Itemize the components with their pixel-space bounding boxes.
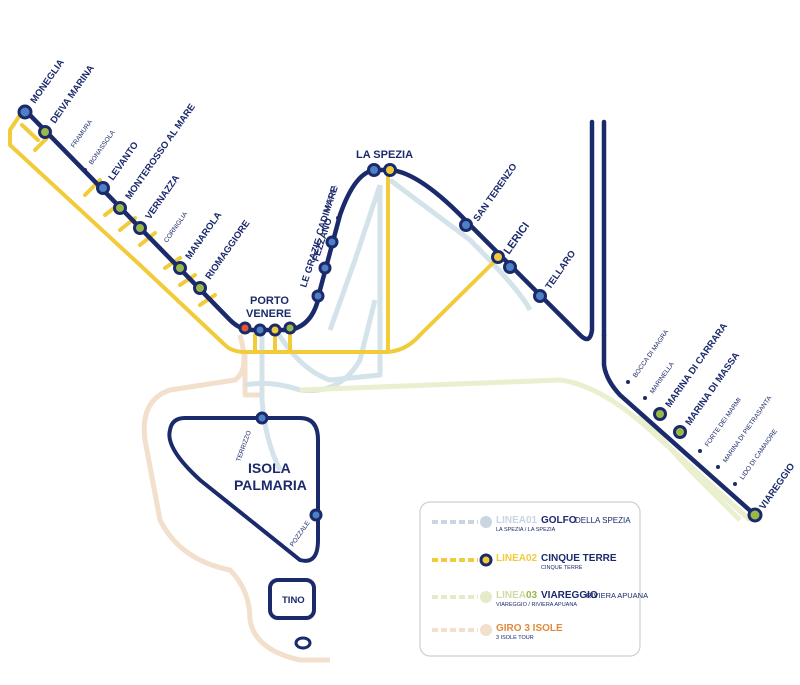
station-porto-venere-3[interactable] bbox=[268, 323, 282, 337]
tino-outline bbox=[268, 578, 316, 620]
label-moneglia: MONEGLIA bbox=[28, 57, 66, 105]
station-forte-dei-marmi-tick bbox=[698, 449, 702, 453]
label-marina-di-pietrasanta: MARINA DI PIETRASANTA bbox=[722, 394, 774, 464]
legend-3-sub: VIAREGGIO / RIVIERA APUANA bbox=[496, 602, 577, 608]
label-vernazza: VERNAZZA bbox=[143, 173, 182, 222]
station-monterosso[interactable] bbox=[113, 201, 127, 215]
route-main-navy bbox=[22, 107, 758, 518]
legend-1-name: GOLFO bbox=[541, 515, 577, 526]
label-palmaria: PALMARIA bbox=[234, 477, 307, 493]
legend-2-number: 02 bbox=[526, 553, 538, 564]
legend-3-name: VIAREGGIO bbox=[541, 590, 598, 601]
label-venere: VENERE bbox=[246, 308, 291, 320]
legend-4-sub: 3 ISOLE TOUR bbox=[496, 635, 534, 641]
legend-1-rest: DELLA SPEZIA bbox=[575, 516, 631, 525]
station-porto-venere-2[interactable] bbox=[253, 323, 267, 337]
legend-3-prefix: LINEA bbox=[496, 590, 526, 601]
legend-3-number: 03 bbox=[526, 590, 538, 601]
legend-item-linea-01[interactable]: LINEA 01 GOLFO DELLA SPEZIA LA SPEZIA / … bbox=[432, 515, 631, 533]
station-manarola[interactable] bbox=[173, 261, 187, 275]
legend-item-giro-3-isole[interactable]: GIRO 3 ISOLE 3 ISOLE TOUR bbox=[432, 623, 563, 641]
legend-1-number: 01 bbox=[526, 515, 538, 526]
label-bonassola: BONASSOLA bbox=[88, 129, 117, 166]
station-la-spezia-2[interactable] bbox=[383, 163, 397, 177]
legend-item-linea-03[interactable]: LINEA 03 VIAREGGIO RIVIERA APUANA VIAREG… bbox=[432, 590, 648, 608]
station-bonassola-tick bbox=[83, 168, 87, 172]
route-linea-03 bbox=[299, 377, 752, 522]
stations bbox=[17, 104, 763, 523]
label-lerici: LERICI bbox=[502, 220, 533, 256]
station-la-spezia-1[interactable] bbox=[367, 163, 381, 177]
station-corniglia-tick bbox=[158, 246, 162, 250]
label-tellaro: TELLARO bbox=[543, 249, 578, 292]
station-lido-di-camaiore-tick bbox=[733, 482, 737, 486]
station-levanto[interactable] bbox=[96, 181, 110, 195]
station-moneglia[interactable] bbox=[17, 104, 33, 120]
station-porto-venere-4[interactable] bbox=[283, 321, 297, 335]
label-viareggio: VIAREGGIO bbox=[757, 461, 797, 511]
station-fezzano[interactable] bbox=[318, 261, 332, 275]
station-tellaro[interactable] bbox=[533, 289, 547, 303]
station-le-grazie[interactable] bbox=[311, 289, 325, 303]
legend-1-sub: LA SPEZIA / LA SPEZIA bbox=[496, 527, 556, 533]
station-cadimare[interactable] bbox=[325, 235, 339, 249]
label-isola: ISOLA bbox=[248, 460, 291, 476]
legend-box bbox=[419, 501, 641, 657]
legend-3-rest: RIVIERA APUANA bbox=[586, 591, 648, 600]
legend-1-prefix: LINEA bbox=[496, 515, 526, 526]
station-marinella-tick bbox=[643, 396, 647, 400]
label-porto: PORTO bbox=[250, 295, 289, 307]
station-deiva-marina[interactable] bbox=[38, 125, 52, 139]
station-marina-di-pietrasanta-tick bbox=[716, 465, 720, 469]
station-porto-venere-1[interactable] bbox=[238, 321, 252, 335]
palmaria-outline bbox=[167, 416, 320, 563]
label-san-terenzo: SAN TERENZO bbox=[471, 162, 519, 224]
label-terrizzo: TERRIZZO bbox=[235, 430, 253, 463]
station-bocca-di-magra-tick bbox=[626, 380, 630, 384]
label-la-spezia: LA SPEZIA bbox=[356, 149, 413, 161]
label-framura: FRAMURA bbox=[70, 118, 95, 149]
station-pozzale[interactable] bbox=[309, 508, 323, 522]
station-san-terenzo[interactable] bbox=[459, 218, 473, 232]
station-labels: MONEGLIA DEIVA MARINA FRAMURA BONASSOLA … bbox=[28, 57, 797, 606]
legend-4-name: GIRO 3 ISOLE bbox=[496, 623, 563, 634]
station-marina-di-massa[interactable] bbox=[673, 425, 687, 439]
legend: LINEA 01 GOLFO DELLA SPEZIA LA SPEZIA / … bbox=[419, 501, 648, 657]
legend-2-name: CINQUE TERRE bbox=[541, 553, 617, 564]
tinetto-outline bbox=[294, 636, 312, 650]
station-lerici-2[interactable] bbox=[503, 260, 517, 274]
legend-item-linea-02[interactable]: LINEA 02 CINQUE TERRE CINQUE TERRE bbox=[432, 553, 617, 571]
legend-2-prefix: LINEA bbox=[496, 553, 526, 564]
station-riomaggiore[interactable] bbox=[193, 281, 207, 295]
station-marina-di-carrara[interactable] bbox=[653, 407, 667, 421]
station-terrizzo[interactable] bbox=[255, 411, 269, 425]
label-tino: TINO bbox=[282, 595, 305, 606]
label-corniglia: CORNIGLIA bbox=[163, 210, 190, 244]
label-pozzale: POZZALE bbox=[289, 519, 312, 548]
station-framura-tick bbox=[65, 151, 69, 155]
station-vernazza[interactable] bbox=[133, 221, 147, 235]
station-viareggio[interactable] bbox=[747, 507, 763, 523]
legend-2-sub: CINQUE TERRE bbox=[541, 565, 583, 571]
station-lerici-1[interactable] bbox=[491, 250, 505, 264]
station-marola-tick bbox=[336, 216, 340, 220]
route-giro-3-isole bbox=[141, 334, 330, 663]
